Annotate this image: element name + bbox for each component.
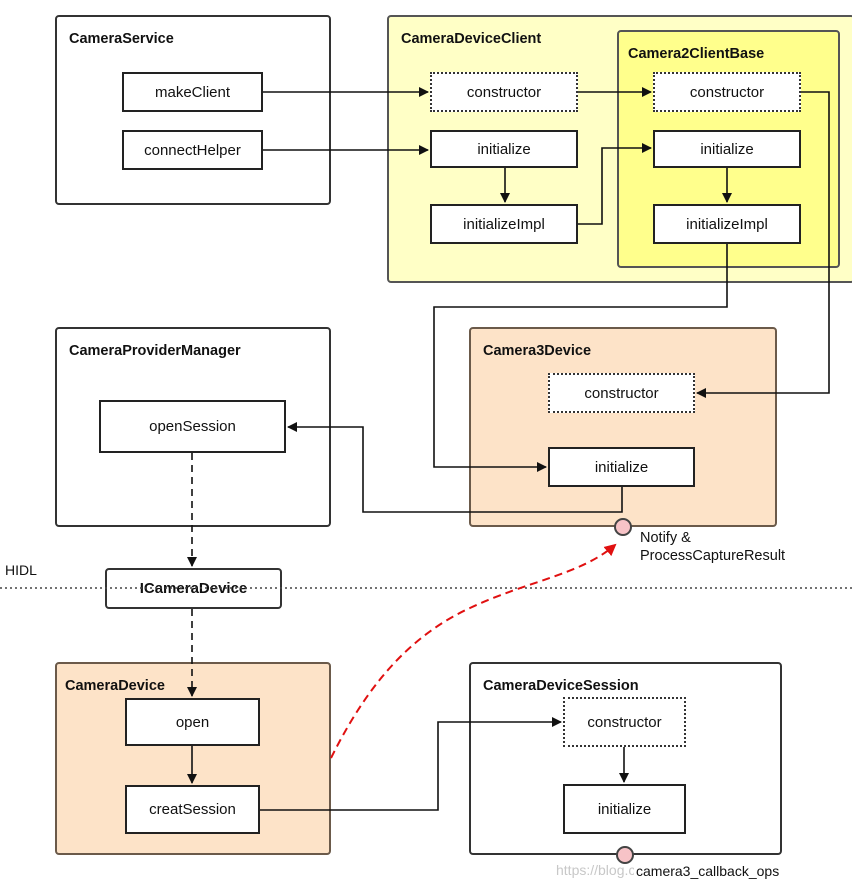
c2cb-initialize-node: initialize [653,130,801,168]
cds-initialize-node: initialize [563,784,686,834]
connect-helper-node: connectHelper [122,130,263,170]
edge-cdcimpl-c2cb-init [578,143,652,225]
camera-provider-manager-title: CameraProviderManager [69,343,241,359]
edge-c3d-init-opensession [287,422,623,513]
open-node: open [125,698,260,746]
make-client-node: makeClient [122,72,263,112]
icamera-device-node: ICameraDevice [105,568,282,609]
camera-device-session-title: CameraDeviceSession [483,678,639,694]
open-session-node: openSession [99,400,286,453]
cds-constructor-node: constructor [563,697,686,747]
camera-device-client-title: CameraDeviceClient [401,31,542,47]
camera3-device-title: Camera3Device [483,343,592,359]
c2cb-initialize-impl-node: initializeImpl [653,204,801,244]
c2cb-constructor-node: constructor [653,72,801,112]
creat-session-node: creatSession [125,785,260,834]
c3d-constructor-node: constructor [548,373,695,413]
camera-device-title: CameraDevice [65,678,165,694]
camera3-device-group: Camera3Device [469,327,777,527]
camera-service-title: CameraService [69,31,174,47]
c3d-initialize-node: initialize [548,447,695,487]
edge-c2cbimpl-c3d-init [433,244,728,472]
camera2-client-base-title: Camera2ClientBase [628,46,765,62]
notify-label-line1: Notify & [640,530,691,546]
cdc-initialize-node: initialize [430,130,578,168]
callback-ops-label: camera3_callback_ops [634,863,782,879]
edge-callback-notify [330,543,617,759]
callback-ops-port [616,846,634,864]
notify-label-line2: ProcessCaptureResult [640,548,786,564]
cdc-constructor-node: constructor [430,72,578,112]
hidl-label: HIDL [5,562,37,578]
edge-c2cb-c3d-constructor [696,91,830,398]
notify-port [614,518,632,536]
cdc-initialize-impl-node: initializeImpl [430,204,578,244]
edge-creatsession-cds-constructor [260,717,562,811]
